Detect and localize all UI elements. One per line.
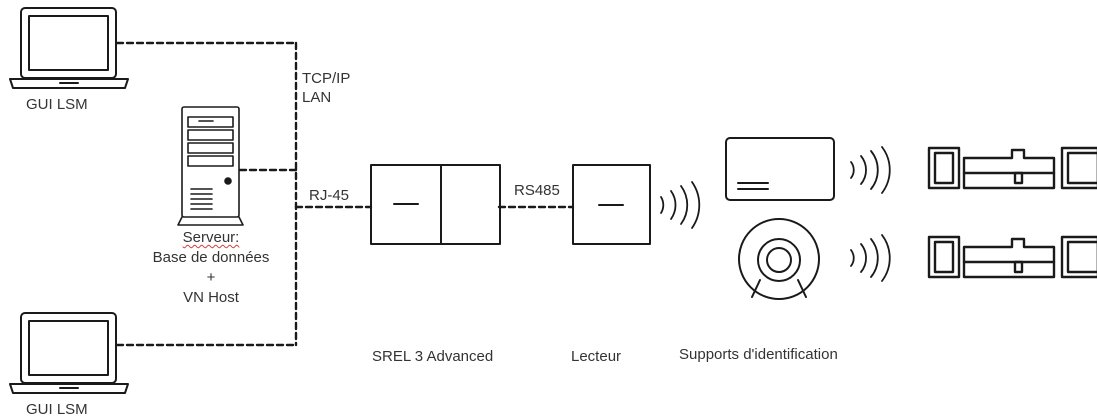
badge-card-icon (725, 137, 835, 201)
gui-lsm-top-label: GUI LSM (26, 96, 88, 113)
supports-label: Supports d'identification (679, 346, 838, 363)
server-plus-label: + (206, 269, 216, 286)
network-connections (115, 41, 575, 347)
srel-label: SREL 3 Advanced (372, 348, 494, 365)
lock-cylinder-top-icon (927, 146, 1097, 190)
server-caption: Serveur: Base de données + VN Host (128, 229, 294, 307)
wireless-waves-icon (660, 181, 701, 229)
tcpip-label: TCP/IP (302, 70, 351, 87)
lecteur-label: Lecteur (571, 348, 622, 365)
srel-controller-device (370, 164, 501, 245)
server-tower-icon (177, 106, 244, 226)
reader-device (572, 164, 651, 245)
server-db-label: Base de données (152, 249, 270, 266)
lan-label: LAN (302, 89, 332, 106)
laptop-bottom-icon (9, 312, 129, 394)
key-fob-icon (738, 218, 820, 300)
wireless-waves-top-icon (850, 146, 891, 194)
gui-lsm-bottom-label: GUI LSM (26, 401, 88, 418)
rj45-label: RJ-45 (309, 187, 350, 204)
server-title: Serveur: (182, 229, 240, 246)
wireless-waves-bottom-icon (850, 234, 891, 282)
laptop-top-icon (9, 7, 129, 89)
lock-cylinder-bottom-icon (927, 235, 1097, 279)
server-vn-host-label: VN Host (183, 289, 239, 306)
rs485-label: RS485 (514, 182, 560, 199)
